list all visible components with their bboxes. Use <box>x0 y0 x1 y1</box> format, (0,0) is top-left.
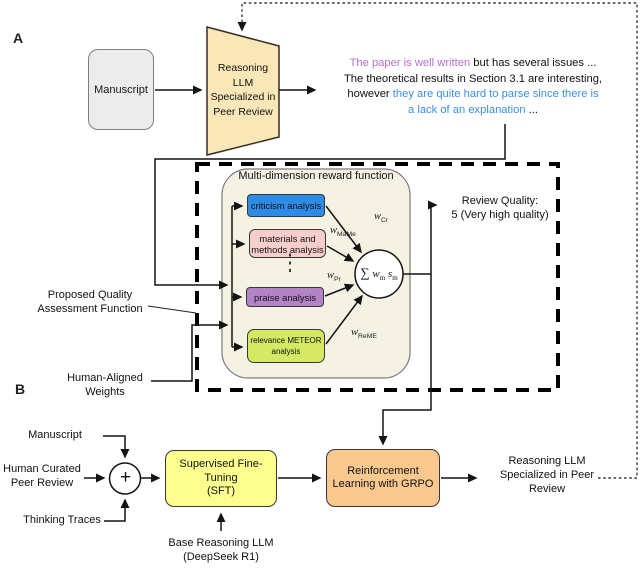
ellipsis-dots: ⋮ <box>282 251 298 276</box>
review-text: The paper is well written but has severa… <box>322 56 624 118</box>
relevance-meteor-box: relevance METEOR analysis <box>247 329 325 363</box>
b-output-label: Reasoning LLM Specialized in Peer Review <box>499 455 595 495</box>
reward-function-title: Multi-dimension reward function <box>238 170 394 182</box>
sum-formula: ∑ wm sm <box>360 265 398 283</box>
arrow-criticism-to-sum <box>325 205 362 254</box>
review-quality-output: Review Quality: 5 (Very high quality) <box>451 195 549 221</box>
pointer-quality-function <box>147 305 197 314</box>
weight-praise: wPr <box>327 270 341 284</box>
reasoning-llm-trapezoid <box>206 26 280 156</box>
arrow-praise-to-sum <box>324 283 355 297</box>
b-manuscript-label: Manuscript <box>28 429 82 441</box>
relevance-meteor-label: relevance METEOR analysis <box>250 336 322 356</box>
arrow-weights-to-reward <box>151 320 229 382</box>
arrow-review-to-reward <box>154 124 506 290</box>
quality-function-annotation: Proposed Quality Assessment Function <box>37 289 143 315</box>
weight-relevance: wReME <box>351 327 377 341</box>
review-line-4: a lack of an explanation ... <box>408 103 538 116</box>
manuscript-box: Manuscript <box>88 49 154 130</box>
manuscript-box-label: Manuscript <box>94 83 148 96</box>
solid-connectors <box>84 85 506 531</box>
rl-grpo-box: Reinforcement Learning with GRPO <box>326 449 440 507</box>
reasoning-llm-label: Reasoning LLM Specialized in Peer Review <box>210 62 276 118</box>
arrow-reward-to-rl <box>378 274 432 446</box>
rl-grpo-label: Reinforcement Learning with GRPO <box>332 464 434 491</box>
materials-methods-label: materials and methods analysis <box>251 232 324 255</box>
b-thinking-traces-label: Thinking Traces <box>23 514 101 526</box>
panel-b-label: B <box>15 381 26 397</box>
weight-criticism: wCr <box>374 211 389 225</box>
review-line-2: The theoretical results in Section 3.1 a… <box>343 72 603 85</box>
review-line-3: however they are quite hard to parse sin… <box>347 88 599 100</box>
feedback-dotted-line <box>237 2 638 479</box>
b-human-review-label: Human Curated Peer Review <box>3 463 81 489</box>
plus-merge-icon: + <box>119 467 132 488</box>
weight-materials: wMaMe <box>330 225 356 239</box>
praise-analysis-label: praise analysis <box>253 291 316 303</box>
sum-circle <box>354 249 404 299</box>
base-model-label: Base Reasoning LLM (DeepSeek R1) <box>168 537 274 563</box>
panel-a-label: A <box>13 30 24 46</box>
annotation-pointers <box>147 305 197 314</box>
review-line-1: The paper is well written but has severa… <box>349 57 597 69</box>
arrow-traces-to-merge <box>104 498 130 522</box>
arrow-relevance-to-sum <box>325 294 363 345</box>
merge-circle <box>108 462 142 495</box>
praise-analysis-box: praise analysis <box>246 287 324 307</box>
sft-label: Supervised Fine- Tuning (SFT) <box>179 458 263 498</box>
criticism-analysis-label: criticism analysis <box>250 200 322 211</box>
arrow-materials-to-sum <box>326 245 355 262</box>
criticism-analysis-box: criticism analysis <box>247 194 325 217</box>
arrow-sum-to-quality <box>403 200 438 275</box>
arrow-manuscript-to-merge <box>103 435 130 459</box>
human-weights-annotation: Human-Aligned Weights <box>67 372 143 398</box>
sft-box: Supervised Fine- Tuning (SFT) <box>165 450 277 507</box>
materials-methods-box: materials and methods analysis <box>249 229 326 258</box>
assessment-dashed-border <box>195 162 560 392</box>
